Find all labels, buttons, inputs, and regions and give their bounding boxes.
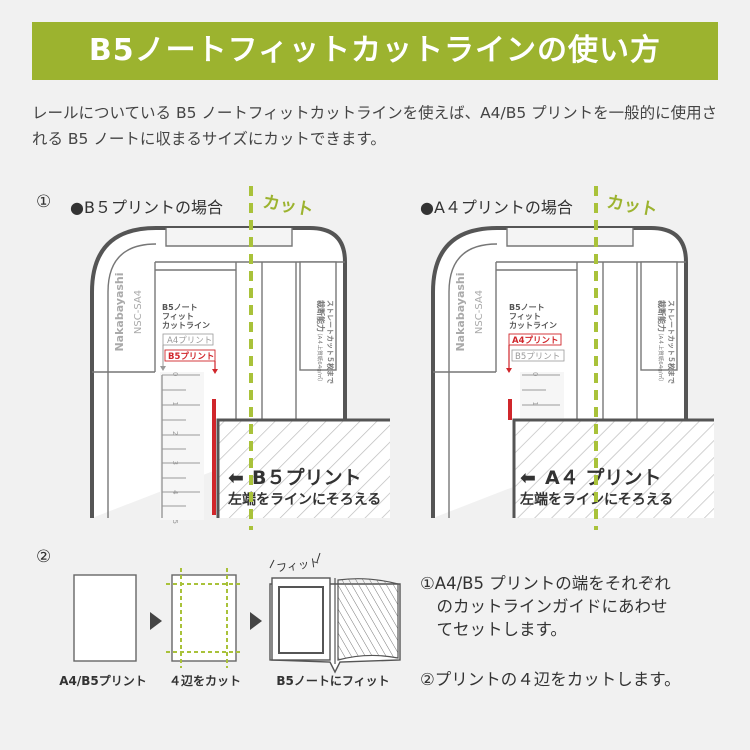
step2-text: ②プリントの４辺をカットします。: [420, 670, 681, 689]
spec-line-1: 裁断能力: [316, 300, 326, 332]
right-scale-label: 1: [531, 402, 539, 406]
spec-line-3-right: ストレートカット５枚まで: [667, 300, 676, 384]
tag-line-3: カットライン: [162, 321, 210, 330]
left-scale-label: 4: [171, 490, 179, 495]
fit-tag: フィット: [276, 556, 321, 575]
left-cutter-panel: Nakabayashi NSC-SA4 B5ノート フィット カットライン A4…: [90, 186, 390, 530]
spec-line-2: （A４上質紙64g/㎡）: [316, 330, 324, 385]
guide-a4-label-right: A4プリント: [512, 335, 559, 346]
b5-paper: [218, 420, 390, 518]
a4-paper: [514, 420, 714, 518]
left-scale-label: 2: [171, 431, 179, 435]
step-number-2: ②: [36, 547, 52, 567]
spec-line-1-right: 裁断能力: [657, 300, 667, 332]
tag-line-2: フィット: [162, 312, 194, 321]
flow-caption-2: ４辺をカット: [169, 674, 241, 688]
cut-label-right: カット: [605, 192, 659, 221]
tag-line-3-right: カットライン: [509, 321, 557, 330]
steps-instructions: ①A4/B5 プリントの端をそれぞれ のカットラインガイドにあわせ てセットしま…: [420, 572, 740, 691]
paper-title: B５プリント: [252, 466, 361, 489]
step1-line1: ①A4/B5 プリントの端をそれぞれ: [420, 574, 671, 593]
flow-arrow-icon: [150, 612, 162, 630]
paper-arrow-icon: ⬅: [228, 467, 244, 489]
flow-caption-3: B5ノートにフィット: [276, 674, 389, 688]
paper-subtitle: 左端をラインにそろえる: [227, 491, 381, 508]
step-number-1: ①: [36, 192, 52, 212]
cut-page-icon: [171, 574, 237, 662]
cut-label: カット: [261, 192, 315, 221]
notebook-icon: [269, 577, 401, 674]
left-scale-label: 5: [171, 520, 179, 524]
model-label-right: NSC-SA4: [474, 290, 485, 334]
right-scale-label: 0: [531, 372, 539, 376]
section2-flow: A4/B5プリント ４辺をカット フィット B5ノートにフィット: [59, 552, 401, 688]
tag-line-1: B5ノート: [162, 303, 198, 312]
step1-line3: てセットします。: [420, 620, 567, 639]
brand-label: Nakabayashi: [113, 272, 126, 351]
paper-title-right: A４ プリント: [545, 466, 661, 489]
four-side-cut-lines: [166, 568, 242, 668]
flow-arrow-icon-2: [250, 612, 262, 630]
spec-line-3: ストレートカット５枚まで: [326, 300, 335, 384]
print-page-icon: [73, 574, 137, 662]
model-label: NSC-SA4: [133, 290, 144, 334]
page-title: B5ノートフィットカットラインの使い方: [88, 33, 662, 68]
case-label-b5: ●B５プリントの場合: [70, 198, 223, 217]
intro-text: レールについている B5 ノートフィットカットラインを使えば、A4/B5 プリン…: [32, 104, 718, 148]
step1-line2: のカットラインガイドにあわせ: [420, 597, 668, 616]
brand-label-right: Nakabayashi: [454, 272, 467, 351]
tag-line-2-right: フィット: [509, 312, 541, 321]
tag-line-1-right: B5ノート: [509, 303, 545, 312]
guide-b5-label-right: B5プリント: [515, 352, 560, 362]
left-scale-label: 0: [171, 372, 179, 376]
title-banner: B5ノートフィットカットラインの使い方: [32, 22, 718, 80]
case-label-a4: ●A４プリントの場合: [420, 198, 573, 217]
spec-line-2-right: （A４上質紙64g/㎡）: [657, 330, 665, 385]
guide-a4-label: A4プリント: [167, 336, 212, 346]
paper-arrow-icon-right: ⬅: [520, 467, 536, 489]
left-scale-label: 1: [171, 402, 179, 406]
guide-b5-label: B5プリント: [168, 351, 214, 362]
left-scale-label: 3: [171, 461, 179, 465]
right-cutter-panel: Nakabayashi NSC-SA4 B5ノート フィット カットライン A4…: [431, 186, 714, 530]
flow-caption-1: A4/B5プリント: [59, 673, 147, 688]
